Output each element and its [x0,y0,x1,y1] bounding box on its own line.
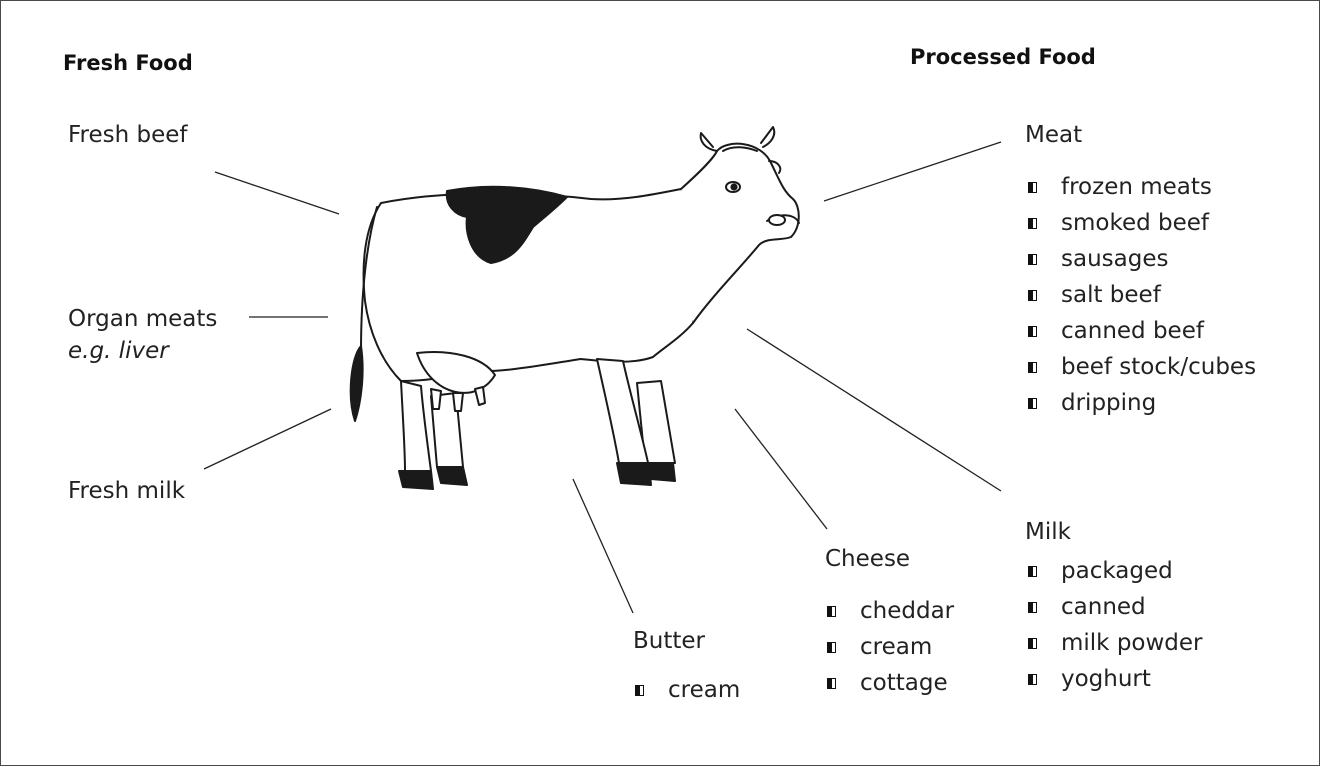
butter-list: cream [635,672,740,708]
list-item: packaged [1028,553,1203,589]
bullet-icon [1028,218,1037,229]
list-item: smoked beef [1028,205,1256,241]
list-item-label: yoghurt [1061,661,1151,697]
bullet-icon [1028,254,1037,265]
list-item: sausages [1028,241,1256,277]
meat-title: Meat [1025,119,1082,151]
cheese-title: Cheese [825,543,910,575]
list-item: salt beef [1028,277,1256,313]
list-item: cream [827,629,954,665]
bullet-icon [1028,326,1037,337]
organ-meats-text: Organ meats [68,306,217,332]
bullet-icon [1028,602,1037,613]
organ-meats-example: e.g. liver [68,335,217,367]
bullet-icon [635,685,644,696]
list-item: cream [635,672,740,708]
bullet-icon [1028,398,1037,409]
bullet-icon [827,642,836,653]
list-item: milk powder [1028,625,1203,661]
list-item-label: packaged [1061,553,1173,589]
list-item: frozen meats [1028,169,1256,205]
list-item-label: sausages [1061,241,1168,277]
list-item-label: salt beef [1061,277,1161,313]
fresh-beef-label: Fresh beef [68,119,188,151]
list-item: canned beef [1028,313,1256,349]
list-item-label: canned beef [1061,313,1204,349]
bullet-icon [1028,566,1037,577]
organ-meats-label: Organ meats e.g. liver [68,303,217,367]
leader-meat [824,142,1001,201]
milk-title: Milk [1025,516,1071,548]
bullet-icon [827,678,836,689]
list-item-label: smoked beef [1061,205,1209,241]
cheese-list: cheddar cream cottage [827,593,954,701]
bullet-icon [1028,674,1037,685]
meat-list: frozen meats smoked beef sausages salt b… [1028,169,1256,421]
list-item-label: cheddar [860,593,954,629]
butter-title: Butter [633,625,705,657]
list-item: yoghurt [1028,661,1203,697]
bullet-icon [827,606,836,617]
list-item-label: canned [1061,589,1146,625]
list-item: canned [1028,589,1203,625]
list-item-label: milk powder [1061,625,1203,661]
fresh-food-heading: Fresh Food [63,51,193,75]
list-item-label: cream [860,629,932,665]
list-item-label: cream [668,672,740,708]
list-item-label: cottage [860,665,948,701]
leader-fresh-milk [204,409,331,469]
list-item: cheddar [827,593,954,629]
leader-fresh-beef [215,172,339,214]
list-item-label: dripping [1061,385,1156,421]
leader-milk [747,329,1001,491]
list-item: beef stock/cubes [1028,349,1256,385]
list-item-label: beef stock/cubes [1061,349,1256,385]
leader-cheese [735,409,827,529]
milk-list: packaged canned milk powder yoghurt [1028,553,1203,697]
bullet-icon [1028,182,1037,193]
bullet-icon [1028,362,1037,373]
leader-butter [573,479,633,613]
bullet-icon [1028,290,1037,301]
cow-illustration [351,127,799,489]
list-item: cottage [827,665,954,701]
list-item-label: frozen meats [1061,169,1212,205]
bullet-icon [1028,638,1037,649]
fresh-milk-label: Fresh milk [68,475,185,507]
processed-food-heading: Processed Food [910,45,1096,69]
list-item: dripping [1028,385,1256,421]
